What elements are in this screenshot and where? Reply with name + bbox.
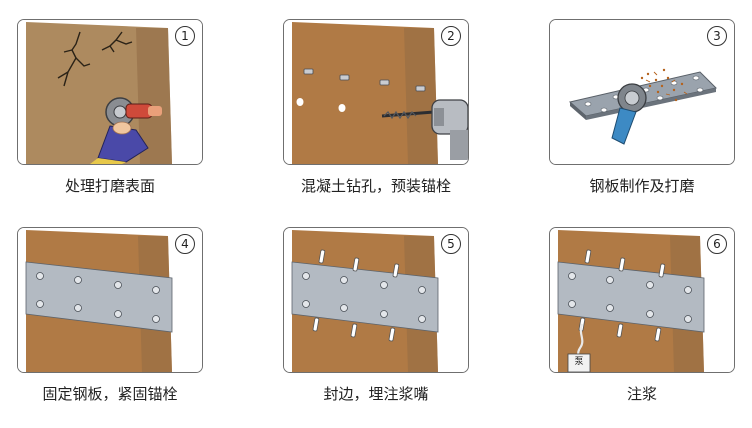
step-6: 泵 6 注浆 — [549, 227, 735, 403]
worker-arm — [90, 121, 149, 164]
drilling-illustration — [284, 20, 468, 164]
grout-bucket-label: 泵 — [574, 357, 584, 367]
step-4-panel — [17, 227, 203, 373]
step-number-badge: 4 — [175, 234, 195, 254]
step-3-panel — [549, 19, 735, 165]
step-number-badge: 5 — [441, 234, 461, 254]
step-5-panel — [283, 227, 469, 373]
step-caption: 注浆 — [626, 385, 657, 403]
steel-plate — [25, 261, 173, 333]
grout-bucket — [567, 353, 591, 372]
edge-sealing-illustration — [284, 228, 468, 372]
grinding-disc — [611, 83, 647, 145]
step-number-badge: 2 — [441, 26, 461, 46]
grinding-sparks — [638, 68, 688, 102]
anchor-bolt-row — [303, 68, 426, 92]
drilled-hole-row — [296, 98, 346, 112]
step-5: 5 封边，埋注浆嘴 — [283, 227, 469, 403]
surface-grinding-illustration — [18, 20, 202, 164]
step-number-badge: 1 — [175, 26, 195, 46]
step-caption: 封边，埋注浆嘴 — [323, 385, 429, 403]
step-caption: 固定钢板，紧固锚栓 — [42, 385, 178, 403]
electric-drill — [381, 99, 468, 160]
step-1: 1 处理打磨表面 — [17, 19, 203, 195]
steel-plate — [557, 261, 705, 333]
steel-plate — [291, 261, 439, 333]
step-2: 2 混凝土钻孔，预装锚栓 — [283, 19, 469, 195]
plate-fixing-illustration — [18, 228, 202, 372]
grouting-illustration — [550, 228, 734, 372]
angle-grinder — [105, 97, 162, 127]
step-caption: 处理打磨表面 — [64, 177, 155, 195]
step-caption: 混凝土钻孔，预装锚栓 — [300, 177, 451, 195]
step-number-badge: 6 — [707, 234, 727, 254]
step-3: 3 钢板制作及打磨 — [549, 19, 735, 195]
step-2-panel — [283, 19, 469, 165]
steel-plate-grinding-illustration — [550, 20, 734, 164]
step-1-panel — [17, 19, 203, 165]
step-6-panel: 泵 — [549, 227, 735, 373]
anchor-nut-row — [36, 272, 160, 323]
anchor-nut-row — [568, 272, 692, 323]
grout-nozzle-row — [312, 249, 400, 342]
surface-crack — [57, 31, 133, 87]
anchor-nut-row — [302, 272, 426, 323]
step-4: 4 固定钢板，紧固锚栓 — [17, 227, 203, 403]
step-caption: 钢板制作及打磨 — [589, 177, 695, 195]
step-number-badge: 3 — [707, 26, 727, 46]
